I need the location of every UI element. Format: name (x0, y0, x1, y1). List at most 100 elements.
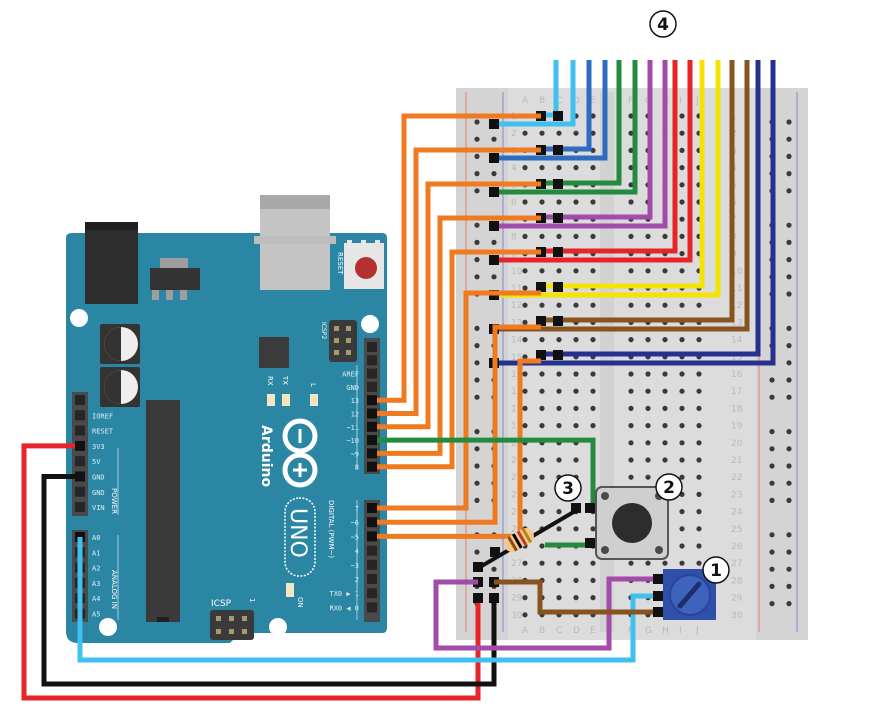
breadboard-hole[interactable] (645, 423, 651, 429)
breadboard-hole[interactable] (679, 405, 685, 411)
breadboard-hole[interactable] (573, 526, 579, 532)
digital-pin[interactable] (367, 342, 377, 352)
breadboard-hole[interactable] (573, 388, 579, 394)
digital-pin[interactable] (367, 545, 377, 556)
breadboard-hole[interactable] (679, 509, 685, 515)
reset-button-cap[interactable] (355, 257, 377, 279)
orange-wire[interactable] (377, 290, 541, 511)
orange-wire[interactable] (377, 147, 541, 416)
rail-hole[interactable] (491, 136, 497, 142)
rail-hole[interactable] (769, 377, 775, 383)
breadboard-hole[interactable] (696, 491, 702, 497)
digital-pin[interactable] (367, 381, 377, 392)
rail-hole[interactable] (786, 171, 792, 177)
breadboard-hole[interactable] (628, 147, 634, 153)
breadboard-hole[interactable] (556, 302, 562, 308)
digital-pin[interactable] (367, 559, 377, 570)
rail-hole[interactable] (786, 274, 792, 280)
rail-hole[interactable] (474, 429, 480, 435)
rail-hole[interactable] (769, 601, 775, 607)
digital-pin[interactable] (367, 368, 377, 379)
rail-hole[interactable] (491, 239, 497, 245)
breadboard-hole[interactable] (539, 337, 545, 343)
digital-pin[interactable] (367, 588, 377, 599)
orange-wire[interactable] (377, 215, 541, 456)
breadboard-hole[interactable] (539, 491, 545, 497)
power-pin[interactable] (75, 440, 85, 451)
rail-hole[interactable] (474, 119, 480, 125)
rail-hole[interactable] (786, 377, 792, 383)
breadboard-hole[interactable] (573, 165, 579, 171)
breadboard-hole[interactable] (573, 302, 579, 308)
orange-wire[interactable] (377, 249, 541, 470)
breadboard-hole[interactable] (662, 371, 668, 377)
breadboard-hole[interactable] (573, 423, 579, 429)
breadboard-hole[interactable] (679, 474, 685, 480)
power-pin[interactable] (75, 502, 85, 513)
ribbon-wire[interactable] (494, 60, 608, 161)
ribbon-wire[interactable] (494, 60, 721, 298)
breadboard-hole[interactable] (628, 388, 634, 394)
breadboard-hole[interactable] (522, 337, 528, 343)
breadboard-hole[interactable] (522, 457, 528, 463)
rail-hole[interactable] (786, 583, 792, 590)
rail-hole[interactable] (786, 394, 792, 400)
power-pin[interactable] (75, 486, 85, 497)
digital-pin[interactable] (367, 395, 377, 406)
breadboard-hole[interactable] (573, 233, 579, 239)
breadboard-hole[interactable] (556, 268, 562, 274)
breadboard-hole[interactable] (645, 560, 651, 566)
breadboard-hole[interactable] (590, 165, 596, 171)
breadboard-hole[interactable] (556, 130, 562, 136)
breadboard-hole[interactable] (628, 474, 634, 480)
potentiometer-wire[interactable] (433, 576, 653, 651)
breadboard-hole[interactable] (573, 130, 579, 136)
breadboard-hole[interactable] (556, 526, 562, 532)
breadboard-hole[interactable] (556, 371, 562, 377)
breadboard-hole[interactable] (696, 302, 702, 308)
breadboard-hole[interactable] (645, 388, 651, 394)
breadboard-hole[interactable] (645, 302, 651, 308)
rail-hole[interactable] (786, 222, 792, 228)
breadboard-hole[interactable] (696, 440, 702, 446)
rail-hole[interactable] (474, 549, 480, 555)
breadboard-hole[interactable] (590, 337, 596, 343)
breadboard-hole[interactable] (628, 405, 634, 411)
breadboard-hole[interactable] (522, 595, 528, 601)
breadboard-hole[interactable] (628, 440, 634, 446)
orange-wire[interactable] (377, 358, 541, 539)
rail-hole[interactable] (786, 136, 792, 142)
breadboard-hole[interactable] (679, 337, 685, 343)
power-pin[interactable] (75, 410, 85, 421)
breadboard-hole[interactable] (662, 233, 668, 239)
breadboard-hole[interactable] (662, 302, 668, 308)
digital-pin[interactable] (367, 408, 377, 419)
breadboard-hole[interactable] (645, 457, 651, 463)
rail-hole[interactable] (786, 343, 792, 349)
digital-pin[interactable] (367, 602, 377, 613)
breadboard-hole[interactable] (696, 509, 702, 515)
breadboard-hole[interactable] (628, 199, 634, 205)
rail-hole[interactable] (474, 188, 480, 194)
breadboard-hole[interactable] (522, 319, 528, 325)
push-button[interactable] (585, 486, 669, 560)
breadboard-hole[interactable] (522, 302, 528, 308)
breadboard-hole[interactable] (556, 560, 562, 566)
push-button-cap[interactable] (612, 503, 652, 543)
digital-pin[interactable] (367, 448, 377, 459)
breadboard-hole[interactable] (590, 577, 596, 584)
breadboard-hole[interactable] (539, 268, 545, 274)
breadboard-hole[interactable] (696, 371, 702, 377)
ribbon-wire[interactable] (494, 60, 776, 366)
rail-hole[interactable] (786, 463, 792, 469)
orange-wire[interactable] (377, 324, 541, 525)
breadboard-hole[interactable] (679, 147, 685, 153)
breadboard-hole[interactable] (539, 302, 545, 308)
breadboard-hole[interactable] (573, 405, 579, 411)
breadboard-hole[interactable] (696, 526, 702, 532)
breadboard-hole[interactable] (662, 268, 668, 274)
breadboard-hole[interactable] (679, 268, 685, 274)
breadboard-hole[interactable] (679, 423, 685, 429)
breadboard-hole[interactable] (573, 560, 579, 566)
breadboard-hole[interactable] (679, 199, 685, 205)
